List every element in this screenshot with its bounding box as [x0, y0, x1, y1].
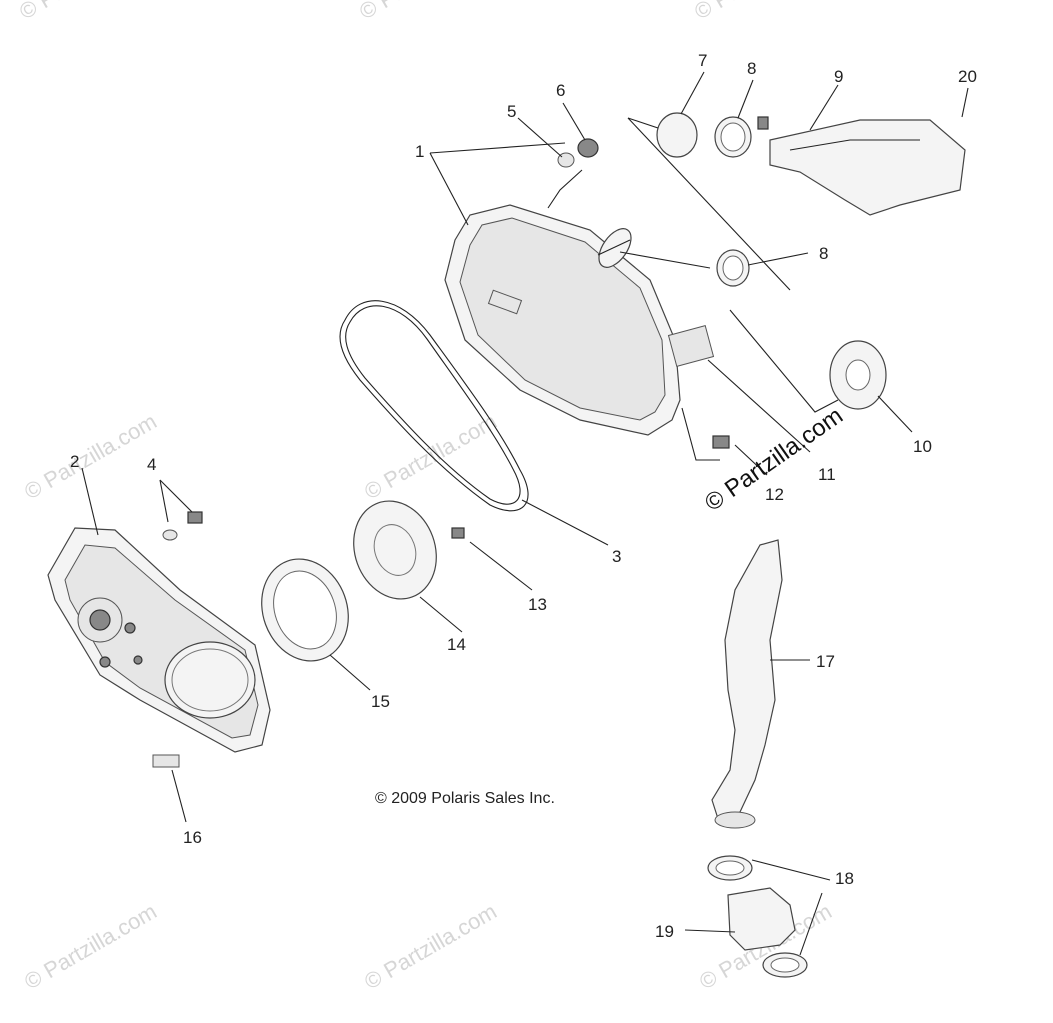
part-4-bolt [187, 511, 203, 524]
part-10-gasket [829, 340, 887, 410]
part-6-plug [577, 138, 599, 158]
callout-numbers: 1 2 3 4 5 6 7 8 8 9 10 11 12 13 14 15 16… [70, 51, 977, 941]
watermark-bl: © Partzilla.com [20, 899, 161, 995]
callout-5: 5 [507, 102, 516, 121]
outlet-clamps [707, 855, 808, 978]
part-9-duct [769, 119, 966, 216]
part-12-bolt [712, 435, 730, 449]
watermark-tl: © Partzilla.com [15, 0, 156, 24]
callout-13: 13 [528, 595, 547, 614]
callout-15: 15 [371, 692, 390, 711]
callout-8-top: 8 [747, 59, 756, 78]
callout-17: 17 [816, 652, 835, 671]
callout-20: 20 [958, 67, 977, 86]
part-15-seal [261, 558, 349, 662]
part-2-outer-cover [47, 527, 271, 753]
callout-7: 7 [698, 51, 707, 70]
copyright-notice: © 2009 Polaris Sales Inc. [375, 790, 555, 807]
callout-14: 14 [447, 635, 466, 654]
part-1-inner-housing [444, 204, 715, 436]
watermark-tr: © Partzilla.com [690, 0, 831, 24]
callout-9: 9 [834, 67, 843, 86]
leader-lines [81, 71, 969, 956]
callout-6: 6 [556, 81, 565, 100]
callout-3: 3 [612, 547, 621, 566]
callout-4: 4 [147, 455, 156, 474]
callout-18: 18 [835, 869, 854, 888]
callout-12: 12 [765, 485, 784, 504]
part-20-fastener [757, 116, 769, 130]
callout-19: 19 [655, 922, 674, 941]
watermark-tc: © Partzilla.com [355, 0, 496, 24]
part-16-label [152, 754, 180, 768]
part-14-plate [353, 500, 437, 600]
part-7-boot [656, 112, 698, 158]
intake-duct-group [656, 112, 966, 287]
callout-16: 16 [183, 828, 202, 847]
callout-2: 2 [70, 452, 79, 471]
part-13-bolt [451, 527, 465, 539]
part-19-adapter [727, 887, 796, 951]
watermark-bc: © Partzilla.com [360, 899, 501, 995]
watermark-ml: © Partzilla.com [20, 409, 161, 505]
callout-8-mid: 8 [819, 244, 828, 263]
part-17-hose [711, 539, 783, 829]
callout-1: 1 [415, 142, 424, 161]
callout-10: 10 [913, 437, 932, 456]
watermark-mc: © Partzilla.com [360, 409, 501, 505]
callout-11: 11 [818, 465, 836, 484]
part-3-drive-belt [339, 300, 529, 512]
part-4-washer [162, 529, 178, 541]
